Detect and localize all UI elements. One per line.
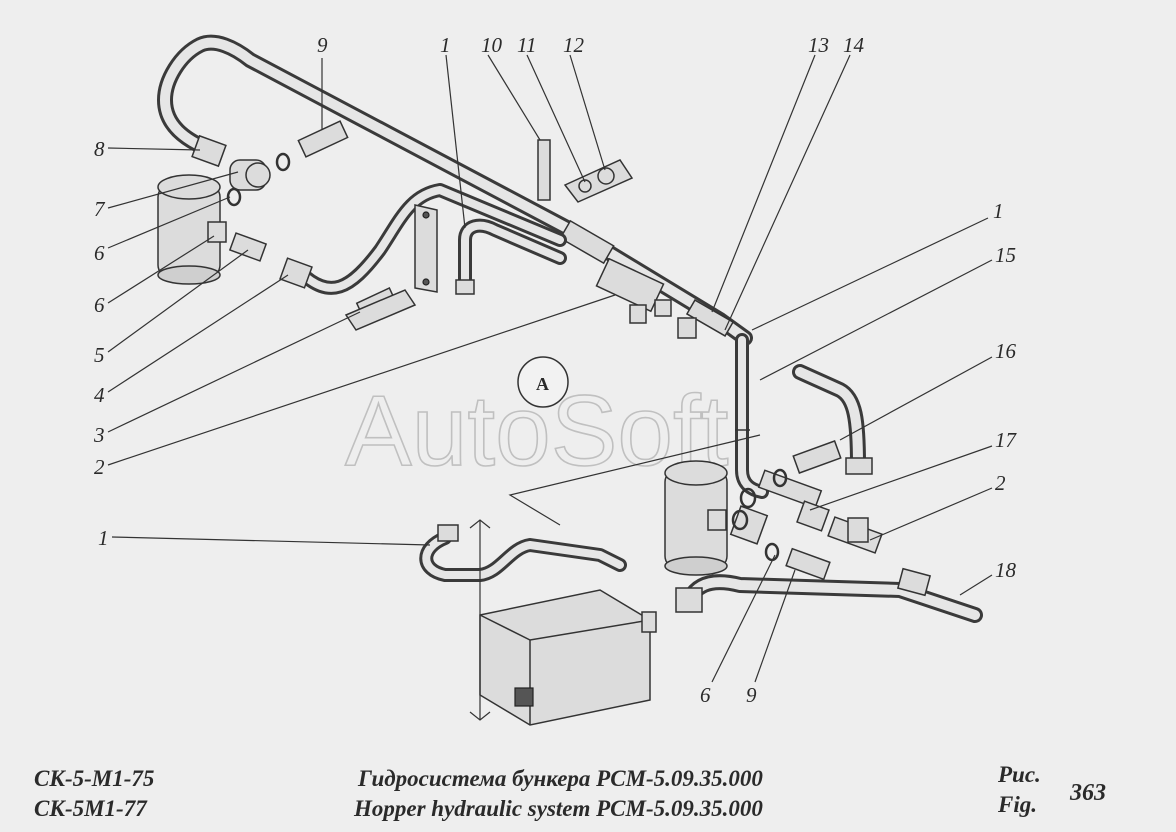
view-a-marker: A [517, 356, 569, 408]
right-vertical-pipe [735, 333, 769, 499]
callout-9-top: 9 [317, 33, 328, 57]
callout-2-right: 2 [995, 471, 1006, 495]
callout-14: 14 [843, 33, 865, 57]
callout-18: 18 [995, 558, 1017, 582]
view-a-letter: A [536, 374, 549, 394]
callout-6a: 6 [94, 241, 105, 265]
callout-6-bottom: 6 [700, 683, 711, 707]
callout-11: 11 [517, 33, 536, 57]
leader-lines [107, 54, 993, 683]
short-u-pipe [455, 218, 567, 295]
hydraulic-tank [479, 589, 657, 726]
callout-13: 13 [808, 33, 829, 57]
callout-16: 16 [995, 339, 1017, 363]
callout-1-top: 1 [440, 33, 451, 57]
callout-10: 10 [481, 33, 503, 57]
tee-fitting-block [595, 257, 697, 339]
figure-number: 363 [1070, 780, 1106, 806]
model-code-line-2: СК-5М1-77 [34, 796, 147, 821]
callout-6b: 6 [94, 293, 105, 317]
callout-1-right: 1 [993, 199, 1004, 223]
filter-canister-right [664, 460, 728, 576]
main-upper-pipe [157, 34, 753, 346]
figure-label-english: Fig. [998, 792, 1037, 817]
callout-9-bottom: 9 [746, 683, 757, 707]
hydraulic-system-drawing: AutoSoft [93, 33, 1018, 726]
model-code-line-1: СК-5-М1-75 [34, 766, 155, 791]
right-elbow-pipe [792, 364, 873, 475]
title-english: Hopper hydraulic system РСМ-5.09.35.000 [354, 796, 763, 821]
callout-labels: 9 1 10 11 12 13 14 8 7 6 6 5 4 3 2 1 15 … [93, 33, 1018, 707]
o-rings [226, 152, 788, 562]
callout-1-lower: 1 [98, 526, 109, 550]
lower-right-pipe [675, 567, 983, 623]
callout-7: 7 [94, 197, 106, 221]
figure-label-russian: Рис. [998, 762, 1041, 787]
lower-left-pipe [419, 524, 627, 582]
callout-4: 4 [94, 383, 105, 407]
fittings [191, 120, 883, 581]
callout-15: 15 [995, 243, 1016, 267]
middle-pipe [293, 183, 567, 295]
callout-17: 17 [995, 428, 1018, 452]
title-russian: Гидросистема бункера РСМ-5.09.35.000 [358, 766, 763, 791]
callout-2-left: 2 [94, 455, 105, 479]
view-a-leaders [469, 434, 761, 721]
callout-12: 12 [563, 33, 585, 57]
callout-8: 8 [94, 137, 105, 161]
callout-3: 3 [93, 423, 105, 447]
mounting-bracket [414, 204, 438, 293]
callout-5: 5 [94, 343, 105, 367]
